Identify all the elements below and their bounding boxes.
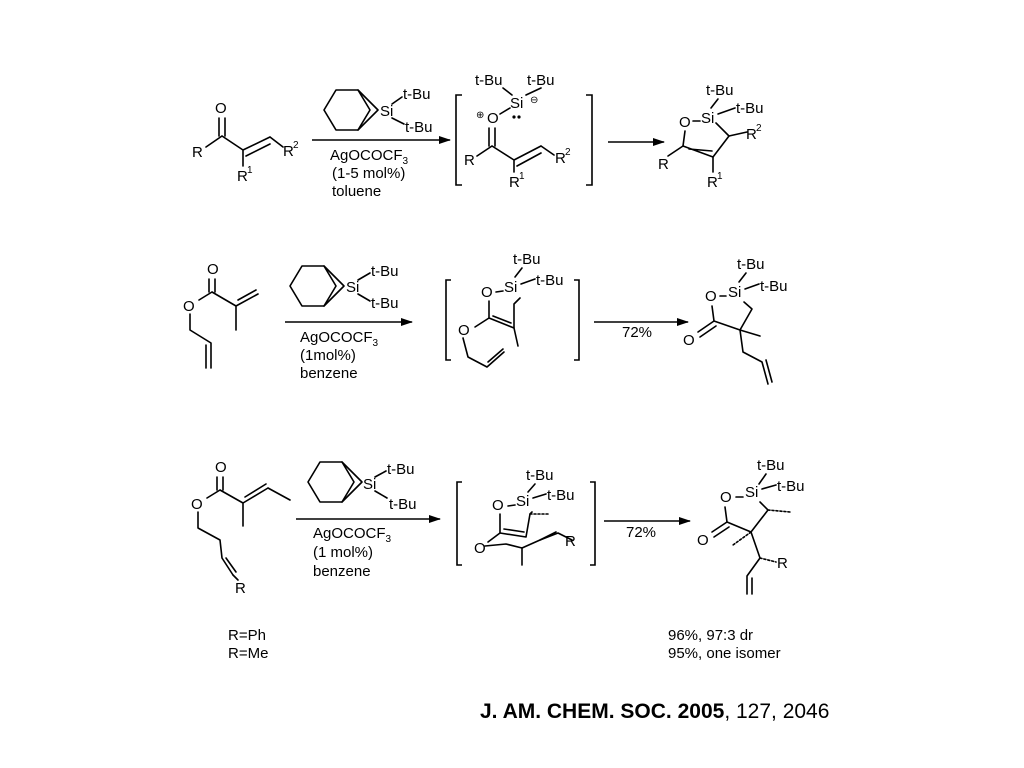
superscript: 2 xyxy=(565,147,571,158)
substituent-label: t-Bu xyxy=(757,457,785,474)
atom-label: Si xyxy=(504,279,517,296)
substituent-label: R xyxy=(777,555,788,572)
substituent-label: R xyxy=(746,126,757,143)
atom-label: O xyxy=(458,322,470,339)
oxasilolene-product: t-Bu Si t-Bu O R R 1 R 2 xyxy=(658,82,764,191)
enone-starting-material: O R R 1 R 2 xyxy=(192,100,299,185)
journal-name: J. AM. CHEM. SOC. xyxy=(480,700,672,723)
substituent-label: t-Bu xyxy=(387,461,415,478)
substituent-label: R xyxy=(464,152,475,169)
solvent-label: toluene xyxy=(332,183,381,200)
superscript: 1 xyxy=(247,165,253,176)
substituent-label: t-Bu xyxy=(536,272,564,289)
atom-label: O xyxy=(481,284,493,301)
substituent-label: t-Bu xyxy=(706,82,734,99)
atom-label: O xyxy=(683,332,695,349)
substituent-label: R xyxy=(283,143,294,160)
substituent-label: R xyxy=(235,580,246,597)
carbonyl-ylide-intermediate: t-Bu t-Bu Si ⊖ ⊕ O R R 1 R 2 xyxy=(455,72,593,191)
superscript: 1 xyxy=(717,171,723,182)
atom-label: Si xyxy=(363,476,376,493)
catalyst-label: AgOCOCF3 xyxy=(300,329,379,349)
reaction-1: O R R 1 R 2 Si t-Bu t-Bu AgOCOCF3 (1-5 m… xyxy=(192,72,764,200)
atom-label: O xyxy=(191,496,203,513)
journal-citation: J. AM. CHEM. SOC. 2005, 127, 2046 xyxy=(480,700,829,724)
yield-label: 72% xyxy=(626,524,656,541)
catalyst-label: AgOCOCF3 xyxy=(313,525,392,545)
result-me: 95%, one isomer xyxy=(668,645,781,662)
substituent-label: t-Bu xyxy=(475,72,503,89)
silacyclopropane-reagent: Si t-Bu t-Bu xyxy=(323,86,433,136)
chair-transition-state-intermediate: t-Bu Si t-Bu O O R xyxy=(456,467,596,566)
atom-label: Si xyxy=(346,279,359,296)
allyl-tiglate-starting-material: O O R xyxy=(191,459,291,597)
solvent-label: benzene xyxy=(313,563,371,580)
silyl-ketene-acetal-intermediate: t-Bu Si t-Bu O O xyxy=(445,251,580,368)
atom-label: O xyxy=(474,540,486,557)
substituent-label: t-Bu xyxy=(405,119,433,136)
substituent-label: t-Bu xyxy=(547,487,575,504)
atom-label: O xyxy=(697,532,709,549)
atom-label: Si xyxy=(728,284,741,301)
substituent-label: R xyxy=(237,168,248,185)
substituent-label: t-Bu xyxy=(737,256,765,273)
superscript: 2 xyxy=(756,123,762,134)
superscript: 1 xyxy=(519,171,525,182)
yield-label: 72% xyxy=(622,324,652,341)
atom-label: Si xyxy=(516,493,529,510)
solvent-label: benzene xyxy=(300,365,358,382)
result-ph: 96%, 97:3 dr xyxy=(668,627,753,644)
lactone-product: t-Bu Si t-Bu O O xyxy=(683,256,788,385)
negative-charge: ⊖ xyxy=(530,95,538,106)
substituent-label: R xyxy=(555,150,566,167)
atom-label: O xyxy=(215,459,227,476)
atom-label: O xyxy=(679,114,691,131)
citation-year: 2005 xyxy=(677,700,725,723)
superscript: 2 xyxy=(293,140,299,151)
substituent-label: t-Bu xyxy=(371,263,399,280)
atom-label: Si xyxy=(510,95,523,112)
substituent-label: R xyxy=(658,156,669,173)
lactone-product-with-stereocenters: t-Bu Si t-Bu O O R xyxy=(697,457,805,595)
r-me-note: R=Me xyxy=(228,645,268,662)
atom-label: O xyxy=(720,489,732,506)
catalyst-loading: (1mol%) xyxy=(300,347,356,364)
atom-label: O xyxy=(183,298,195,315)
catalyst-loading: (1 mol%) xyxy=(313,544,373,561)
substituent-label: R xyxy=(509,174,520,191)
atom-label: O xyxy=(487,110,499,127)
atom-label: Si xyxy=(701,110,714,127)
substituent-label: t-Bu xyxy=(777,478,805,495)
citation-details: , 127, 2046 xyxy=(724,700,830,723)
substituent-label: t-Bu xyxy=(527,72,555,89)
silacyclopropane-reagent: Si t-Bu t-Bu xyxy=(289,263,399,312)
substituent-label: t-Bu xyxy=(760,278,788,295)
substituent-label: t-Bu xyxy=(389,496,417,513)
reaction-3: O O R Si t-Bu t-Bu AgOCOCF3 (1 mol%) ben… xyxy=(191,457,805,662)
atom-label: O xyxy=(705,288,717,305)
atom-label: O xyxy=(215,100,227,117)
substituent-label: t-Bu xyxy=(526,467,554,484)
atom-label: O xyxy=(492,497,504,514)
atom-label: O xyxy=(207,261,219,278)
positive-charge: ⊕ xyxy=(476,110,484,121)
substituent-label: R xyxy=(707,174,718,191)
silacyclopropane-reagent: Si t-Bu t-Bu xyxy=(307,461,417,513)
atom-label: Si xyxy=(745,484,758,501)
catalyst-label: AgOCOCF3 xyxy=(330,147,409,167)
substituent-label: t-Bu xyxy=(513,251,541,268)
allyl-methacrylate-starting-material: O O xyxy=(183,261,259,369)
substituent-label: t-Bu xyxy=(371,295,399,312)
r-ph-note: R=Ph xyxy=(228,627,266,644)
reaction-2: O O Si t-Bu t-Bu AgOCOCF3 (1mol%) benzen… xyxy=(183,251,788,385)
substituent-label: R xyxy=(192,144,203,161)
substituent-label: t-Bu xyxy=(736,100,764,117)
substituent-label: t-Bu xyxy=(403,86,431,103)
catalyst-loading: (1-5 mol%) xyxy=(332,165,405,182)
substituent-label: R xyxy=(565,533,576,550)
atom-label: Si xyxy=(380,103,393,120)
